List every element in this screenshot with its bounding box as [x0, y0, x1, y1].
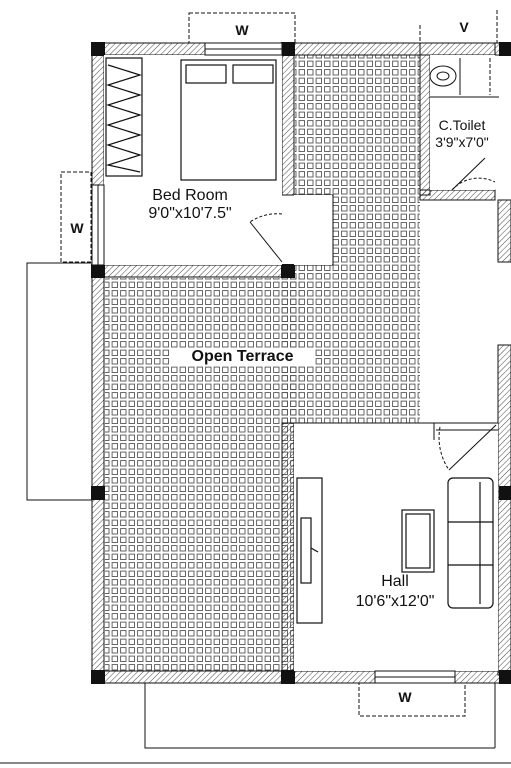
window-label-left: W	[70, 220, 84, 236]
bedroom-size: 9'0"x10'7.5"	[148, 205, 232, 222]
toilet-name: C.Toilet	[438, 117, 486, 133]
window-label-top: W	[235, 22, 249, 38]
terrace-name: Open Terrace	[170, 349, 315, 365]
hall-door	[438, 424, 497, 471]
ventilator-label: V	[459, 19, 469, 35]
center-table	[401, 509, 435, 573]
toilet-size: 3'9"x7'0"	[435, 134, 489, 150]
bedroom-door	[249, 213, 283, 263]
hall-name: Hall	[381, 573, 409, 590]
window-label-bottom: W	[398, 689, 412, 705]
bed	[180, 59, 277, 181]
hall-size: 10'6"x12'0"	[355, 593, 435, 610]
toilet-room	[429, 55, 499, 191]
wardrobe	[105, 57, 143, 177]
base-lines	[0, 683, 511, 764]
tv-cabinet	[296, 477, 323, 624]
window-sashes	[91, 42, 456, 684]
terrace-floor	[105, 55, 420, 671]
bedroom-name: Bed Room	[152, 187, 228, 204]
columns	[91, 42, 511, 684]
left-projection	[26, 262, 93, 501]
sofa	[447, 477, 494, 609]
